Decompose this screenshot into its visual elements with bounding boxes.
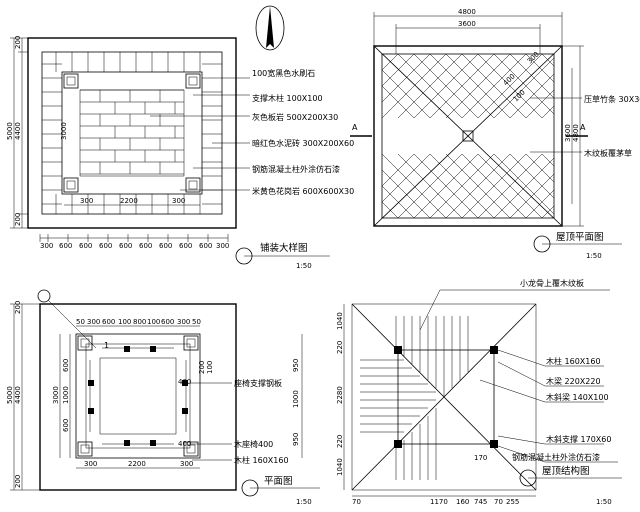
floor-dim-left-2: 4400 [14,386,22,404]
struct-label-4: 木斜支撑 170X60 [546,434,611,444]
ruler-7: 600 [159,242,172,250]
purlin-lines [360,316,469,480]
struct-title: 屋顶结构图 [542,465,590,477]
ruler-5: 600 [119,242,132,250]
roof-dim-top-1: 4800 [458,8,476,16]
paving-label-5: 钢筋混凝土柱外涂仿石漆 [252,164,340,174]
ruler-9: 600 [199,242,212,250]
struct-dim-left-2: 220 [336,341,344,354]
floor-dim-inner-2: 600 [62,359,70,372]
struct-dim-bottom-5: 70 [494,498,503,506]
floor-dim-total: 5000 [6,386,14,404]
ruler-10: 300 [216,242,229,250]
struct-label-1: 木柱 160X160 [546,356,601,366]
floor-dim-right-1: 950 [292,359,300,372]
roof-label-1: 压草竹条 30X30 [584,94,640,104]
floor-side-dim-2: 200 [198,361,206,374]
paving-title: 铺装大样图 [260,242,308,254]
paving-dim-bottom-1: 300 [80,197,93,205]
north-arrow-icon [255,5,285,51]
struct-dim-left-3: 2280 [336,386,344,404]
roof-dim-right-2: 4800 [572,124,580,142]
floor-label-1: 座椅支撑钢板 [234,378,282,388]
paving-plan: 100宽黑色水刷石 支撑木柱 100X100 灰色板岩 500X200X30 暗… [6,36,354,270]
roof-label-2: 木纹板覆茅草 [584,148,632,158]
floor-dim-top-7: 600 [161,318,174,326]
paving-dim-total: 5000 [6,122,14,140]
floor-dim-top-4: 100 [118,318,131,326]
paving-label-1: 100宽黑色水刷石 [252,68,315,78]
struct-dim-bottom-3: 160 [456,498,469,506]
paving-label-4: 暗红色水泥砖 300X200X60 [252,138,354,148]
floor-dim-right-3: 950 [292,433,300,446]
floor-title: 平面图 [264,476,293,487]
floor-dim-top-8: 300 [177,318,190,326]
roof-scale: 1:50 [586,252,602,260]
floor-dim-top-2: 300 [87,318,100,326]
paving-dim-bottom-3: 300 [172,197,185,205]
struct-dim-bottom-4: 745 [474,498,487,506]
floor-dim-left-1: 200 [14,301,22,314]
struct-label-3: 木斜梁 140X100 [546,392,609,402]
floor-dim-right-2: 1000 [292,390,300,408]
ruler-2: 600 [59,242,72,250]
section-mark-right: A [580,123,586,132]
ruler-1: 300 [40,242,53,250]
struct-scale: 1:50 [596,498,612,506]
roof-structure: 1040 220 2280 220 1040 70 1170 160 745 7… [336,278,622,506]
floor-dim-inner-1: 3000 [52,386,60,404]
roof-title: 屋顶平面图 [556,232,604,243]
paving-dim-inner: 3000 [60,122,68,140]
paving-dim-left-3: 200 [14,213,22,226]
roof-dim-top-2: 3600 [458,20,476,28]
floor-dim-inner-3: 1000 [62,386,70,404]
struct-label-5: 钢筋混凝土柱外涂仿石漆 [512,452,600,462]
roof-dim-right-1: 3600 [564,124,572,142]
struct-top-label: 小龙骨上覆木纹板 [520,278,584,288]
ruler-3: 600 [79,242,92,250]
paving-dim-left-1: 200 [14,36,22,49]
floor-dim-bottom-2: 2200 [128,460,146,468]
struct-dim-left-5: 1040 [336,458,344,476]
floor-plan: 1 50 300 600 100 800 100 600 300 50 5000… [6,289,320,506]
floor-dim-left-3: 200 [14,475,22,488]
floor-dim-top-1: 50 [76,318,85,326]
paving-label-6: 米黄色花岗岩 600X600X30 [252,186,354,196]
thatch-grid [381,53,555,219]
floor-dim-top-6: 100 [147,318,160,326]
roof-diag-dim-1: 300 [526,50,541,65]
floor-side-dim-3: 400 [178,378,191,386]
struct-dim-left-1: 1040 [336,312,344,330]
floor-dim-inner-4: 600 [62,419,70,432]
floor-dim-top-9: 50 [192,318,201,326]
floor-dim-bottom-3: 300 [180,460,193,468]
paving-dim-bottom-2: 2200 [120,197,138,205]
floor-label-2: 木座椅400 [234,439,273,449]
floor-label-3: 木柱 160X160 [234,455,289,465]
paving-label-2: 支撑木柱 100X100 [252,93,323,103]
roof-diag-dim-3: 100 [512,88,527,103]
floor-side-dim-4: 400 [178,440,191,448]
paving-dim-left-2: 4400 [14,122,22,140]
struct-dim-bottom-2: 1170 [430,498,448,506]
struct-dim-bottom-1: 70 [352,498,361,506]
floor-dim-top-3: 600 [102,318,115,326]
paving-label-3: 灰色板岩 500X200X30 [252,112,338,122]
paving-scale: 1:50 [296,262,312,270]
roof-plan: 4800 3600 3600 4800 300 400 100 A A 压草竹条… [350,8,640,260]
section-mark-left: A [352,123,358,132]
struct-dim-left-4: 220 [336,435,344,448]
ruler-6: 600 [139,242,152,250]
floor-dim-top-5: 800 [133,318,146,326]
floor-dim-bottom-1: 300 [84,460,97,468]
floor-side-dim-1: 100 [206,361,214,374]
ruler-4: 600 [99,242,112,250]
floor-scale: 1:50 [296,498,312,506]
ruler-8: 600 [179,242,192,250]
struct-dim-170: 170 [474,454,487,462]
struct-label-2: 木梁 220X220 [546,376,601,386]
floor-number-mark: 1 [104,341,109,350]
struct-dim-bottom-6: 255 [506,498,519,506]
